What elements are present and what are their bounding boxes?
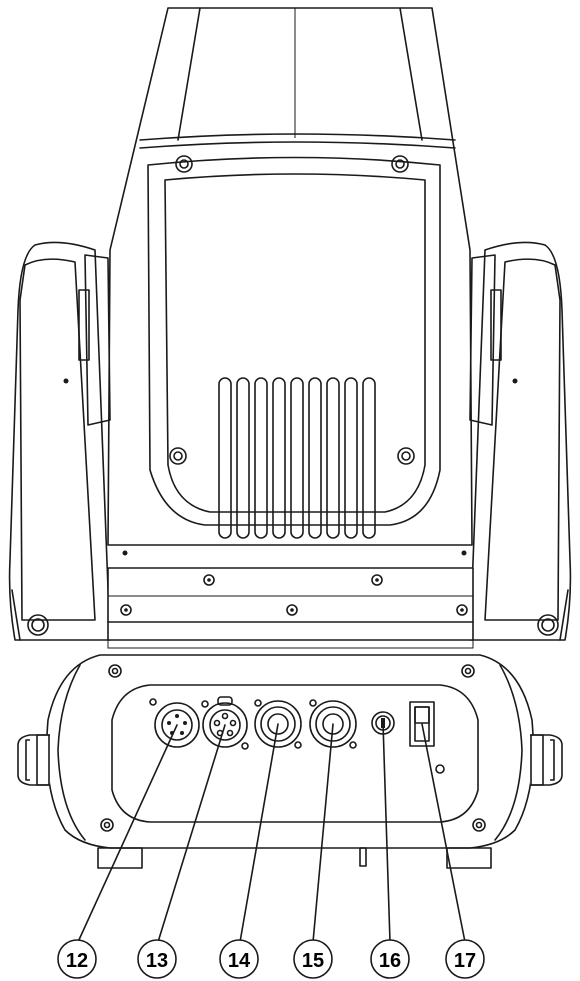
callout-16: 16 [370,939,410,979]
callout-12: 12 [57,939,97,979]
handle-right [530,734,563,786]
callout-label: 15 [302,950,324,972]
cover-screw [391,155,409,173]
callout-label: 14 [228,950,251,972]
callout-13: 13 [137,939,177,979]
callout-label: 16 [379,950,401,972]
power-switch [409,701,445,774]
power-connector-output [309,699,357,749]
yoke-right-arm [469,241,572,641]
cover-screw [175,155,193,173]
power-connector-input [254,699,302,749]
cooling-vents [218,377,376,539]
leader-lines [77,722,466,943]
callout-17: 17 [445,939,485,979]
callout-label: 13 [146,950,168,972]
xlr-5pin-input [149,698,200,748]
callout-15: 15 [293,939,333,979]
callout-label: 12 [66,950,88,972]
xlr-5pin-output [201,696,249,750]
cover-screw [169,447,187,465]
yoke-crossbar [107,550,474,649]
fixture-base [45,654,535,869]
cover-screw [397,447,415,465]
fixture-head [107,7,473,546]
callout-label: 17 [454,950,476,972]
callout-14: 14 [219,939,259,979]
yoke-left-arm [8,241,111,641]
handle-left [17,734,50,786]
